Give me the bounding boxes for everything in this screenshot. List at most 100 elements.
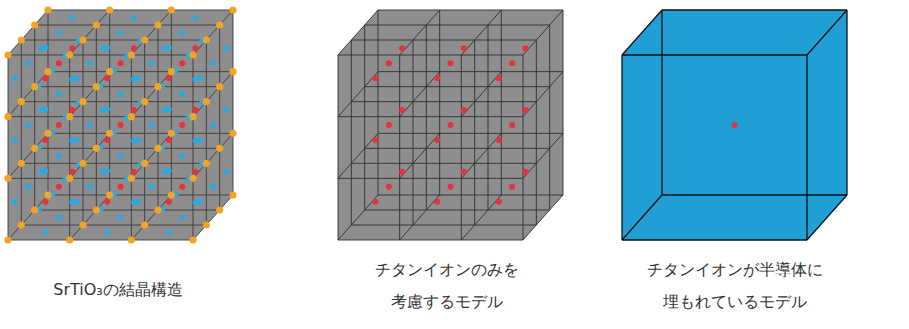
cube-edge (523, 55, 524, 240)
titanium-ion (448, 122, 454, 128)
oxygen-ion (104, 45, 110, 51)
cube-edge (131, 133, 171, 178)
oxygen-ion (118, 91, 124, 97)
titanium-ion (118, 60, 124, 66)
titanium-ion (193, 107, 199, 113)
oxygen-ion (69, 15, 75, 21)
strontium-ion (203, 160, 210, 167)
titanium-ion (386, 60, 392, 66)
strontium-ion (93, 21, 100, 28)
strontium-ion (93, 145, 100, 152)
srtio3-lattice (4, 6, 236, 243)
titanium-ion (496, 199, 502, 205)
cube-edge (21, 101, 206, 102)
oxygen-ion (12, 137, 18, 143)
titanium-ion (43, 75, 49, 81)
oxygen-ion (56, 91, 62, 97)
oxygen-ion (210, 61, 216, 67)
cube-edge (536, 40, 537, 225)
oxygen-ion (56, 30, 62, 36)
oxygen-ion (166, 45, 172, 51)
oxygen-ion (149, 184, 155, 190)
cube-edge (378, 195, 563, 196)
cube-edge (378, 10, 379, 195)
strontium-ion (216, 21, 223, 28)
cube-edge (351, 40, 352, 225)
cube-edge (523, 72, 563, 117)
cube-edge (413, 40, 414, 225)
titanium-ion (166, 75, 172, 81)
oxygen-ion (149, 61, 155, 67)
cube-edge (69, 55, 70, 240)
cube-edge (661, 10, 662, 195)
titanium-ion (131, 107, 137, 113)
titanium-ion (399, 169, 405, 175)
caption: SrTiO₃の結晶構造 (13, 274, 223, 306)
cube-edge (70, 72, 110, 117)
titanium-ion (179, 184, 185, 190)
cube-edge (461, 133, 501, 178)
titanium-ion (448, 184, 454, 190)
strontium-ion (79, 98, 86, 105)
titanium-ion (496, 75, 502, 81)
strontium-ion (79, 160, 86, 167)
caption: チタンイオンのみを 考慮するモデル (347, 254, 547, 318)
cube-edge (364, 25, 365, 210)
titanium-ion (523, 169, 529, 175)
oxygen-ion (166, 230, 172, 236)
strontium-ion (66, 175, 73, 182)
cube-edge (8, 72, 48, 117)
cube-edge (461, 10, 501, 55)
strontium-ion (128, 175, 135, 182)
strontium-ion (154, 206, 161, 213)
strontium-ion (216, 206, 223, 213)
cube-edge (501, 10, 502, 195)
oxygen-ion (135, 76, 141, 82)
titanium-ion (193, 45, 199, 51)
titanium-ion (461, 45, 467, 51)
cube-edge (158, 25, 159, 210)
caption: チタンイオンが半導体に 埋もれているモデル (630, 254, 840, 318)
titanium-ion (118, 184, 124, 190)
titanium-ion (399, 45, 405, 51)
strontium-ion (168, 68, 175, 75)
strontium-ion (168, 130, 175, 137)
cube-edge (131, 195, 171, 240)
cube-edge (48, 133, 233, 134)
strontium-ion (189, 113, 196, 120)
cube-edge (131, 10, 171, 55)
oxygen-ion (224, 46, 230, 52)
oxygen-ion (25, 122, 31, 128)
oxygen-ion (12, 199, 18, 205)
oxygen-ion (197, 76, 203, 82)
strontium-ion (18, 98, 25, 105)
oxygen-ion (43, 106, 49, 112)
cube-edge (338, 178, 523, 179)
cube-edge (621, 55, 622, 240)
strontium-ion (189, 51, 196, 58)
cube-edge (351, 101, 536, 102)
titanium-ion (448, 60, 454, 66)
cube-edge (622, 54, 807, 55)
strontium-ion (229, 191, 236, 198)
strontium-ion (31, 21, 38, 28)
oxygen-ion (210, 122, 216, 128)
strontium-ion (79, 221, 86, 228)
cube-edge (193, 133, 233, 178)
cube-edge (8, 10, 48, 55)
cube-edge (807, 195, 847, 240)
titanium-ion (386, 122, 392, 128)
oxygen-ion (118, 30, 124, 36)
cube-edge (365, 86, 550, 87)
strontium-ion (66, 236, 73, 243)
strontium-ion (203, 36, 210, 43)
oxygen-ion (87, 184, 93, 190)
cube-body (338, 10, 563, 240)
titanium-ion (509, 60, 515, 66)
cube-edge (622, 195, 662, 240)
oxygen-ion (135, 199, 141, 205)
titanium-ion (104, 199, 110, 205)
titanium-ion (69, 45, 75, 51)
strontium-ion (106, 191, 113, 198)
strontium-ion (216, 83, 223, 90)
